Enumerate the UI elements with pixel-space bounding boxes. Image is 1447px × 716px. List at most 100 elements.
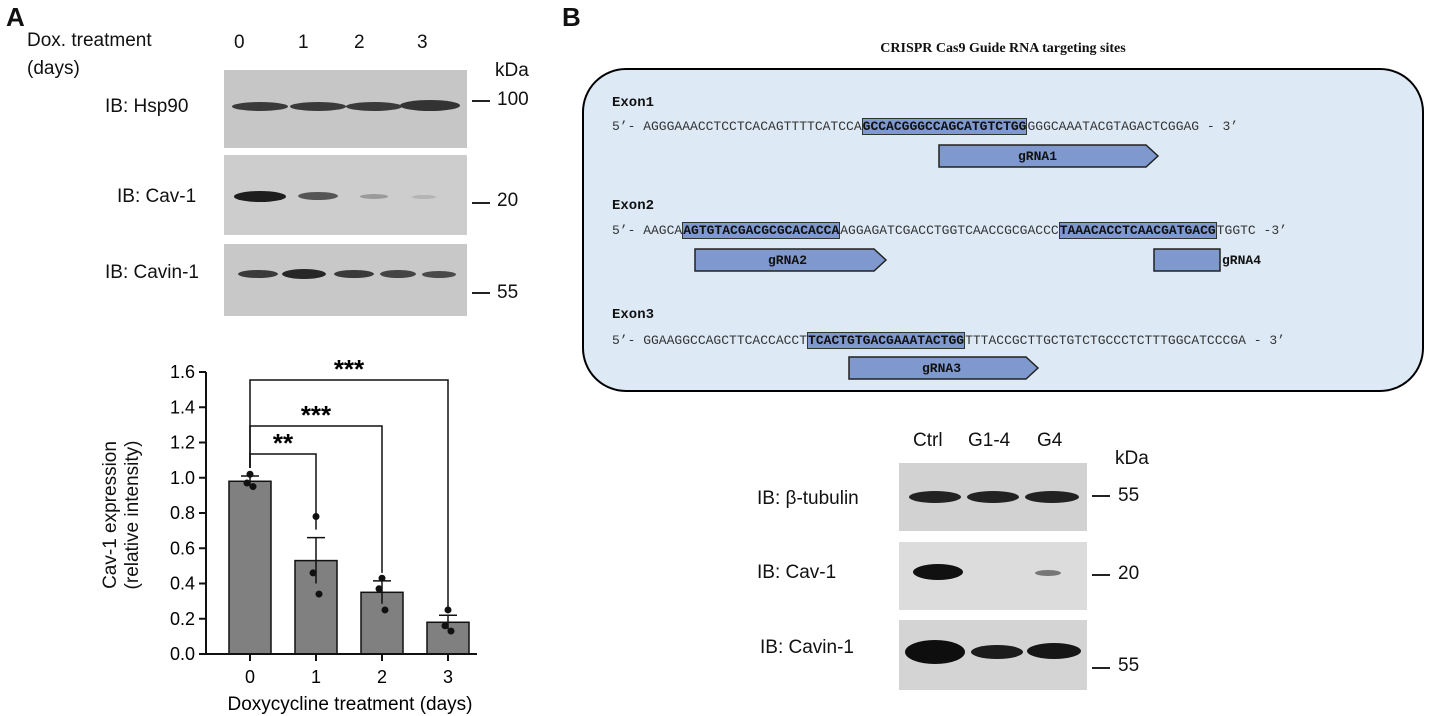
grna1-label: gRNA1 [1018, 149, 1058, 164]
y-tick-label: 1.0 [170, 468, 195, 488]
blot-cav1-b [899, 542, 1087, 610]
marker-cavin1-a: 55 [497, 282, 519, 303]
grna3-arrow [848, 356, 1040, 380]
marker-cav1-a: 20 [497, 190, 519, 211]
data-point [315, 590, 323, 598]
marker-tick [472, 292, 490, 294]
lane-label-ctrl: Ctrl [913, 430, 943, 451]
blot-cavin1-b [899, 620, 1087, 690]
blot-label-cav1-b: IB: Cav-1 [757, 562, 837, 583]
band [400, 100, 460, 111]
band [298, 192, 338, 200]
dox-treatment-label: Dox. treatment [27, 30, 152, 51]
band [967, 491, 1019, 503]
band [1035, 570, 1061, 576]
band [971, 645, 1023, 659]
kda-label-b: kDa [1115, 448, 1149, 469]
exon2-sequence: 5’- AAGCAAGTGTACGACGCGCACACCAAGGAGATCGAC… [612, 222, 1287, 239]
blot-btubulin [899, 463, 1087, 531]
bars [228, 470, 470, 655]
seq-segment: 5’- AAGCA [612, 223, 683, 238]
dox-days-label: (days) [27, 58, 80, 79]
bar [228, 480, 272, 655]
guide-site-grna4: TAAACACCTCAACGATGACG [1058, 222, 1217, 239]
marker-tick [1092, 574, 1110, 576]
significance-bracket [249, 379, 449, 608]
y-tick-label: 1.6 [170, 362, 195, 382]
data-point [378, 574, 386, 582]
exon3-name: Exon3 [612, 307, 655, 323]
exon2-name: Exon2 [612, 198, 655, 214]
x-axis-label: Doxycycline treatment (days) [228, 694, 473, 715]
significance-label: *** [301, 400, 332, 430]
marker-btubulin: 55 [1118, 485, 1140, 506]
guide-site-grna2: AGTGTACGACGCGCACACCA [682, 222, 841, 239]
data-point [243, 479, 251, 487]
x-tick-label: 3 [443, 667, 453, 687]
y-tick-label: 0.0 [170, 644, 195, 664]
y-axis-label: Cav-1 expression (relative intensity) [100, 390, 144, 640]
band [412, 195, 436, 199]
band [360, 194, 388, 199]
lane-label-a-2: 2 [354, 32, 365, 53]
lane-label-a-1: 1 [298, 32, 309, 53]
seq-segment: TGGTC -3’ [1216, 223, 1287, 238]
y-tick-label: 0.2 [170, 609, 195, 629]
band [234, 191, 286, 202]
marker-hsp90: 100 [497, 89, 529, 110]
marker-tick [472, 100, 490, 102]
data-point [249, 483, 257, 491]
data-point [447, 627, 455, 635]
seq-segment: 5’- GGAAGGCCAGCTTCACCACCT [612, 333, 808, 348]
data-point [309, 569, 317, 577]
band [232, 102, 288, 111]
y-axis: 0.00.20.40.60.81.01.21.41.6 [170, 362, 207, 664]
band [1025, 491, 1079, 503]
y-axis-label-2: (relative intensity) [122, 440, 143, 590]
panel-a-letter: A [6, 2, 25, 32]
x-tick-label: 2 [377, 667, 387, 687]
lane-label-g4: G4 [1037, 430, 1063, 451]
band [282, 269, 326, 279]
panel-b-letter: B [562, 2, 581, 32]
band [909, 491, 961, 503]
seq-segment: 5’- AGGGAAACCTCCTCACAGTTTTCATCCA [612, 119, 862, 134]
blot-label-cav1-a: IB: Cav-1 [117, 186, 197, 207]
blot-label-cavin1-b: IB: Cavin-1 [760, 637, 854, 658]
grna3-label: gRNA3 [922, 361, 962, 376]
grna1-arrow [938, 144, 1160, 168]
significance-brackets: ******** [249, 360, 449, 608]
y-tick-label: 1.2 [170, 433, 195, 453]
seq-segment: AGGAGATCGACCTGGTCAACCGCGACCC [840, 223, 1059, 238]
marker-tick [1092, 495, 1110, 497]
marker-tick [472, 202, 490, 204]
exon3-sequence: 5’- GGAAGGCCAGCTTCACCACCTTCACTGTGACGAAAT… [612, 332, 1285, 349]
lane-label-a-3: 3 [417, 32, 428, 53]
significance-label: *** [334, 360, 365, 384]
band [380, 270, 416, 278]
blot-label-hsp90: IB: Hsp90 [105, 96, 189, 117]
blot-label-btubulin: IB: β-tubulin [757, 488, 859, 509]
y-tick-label: 1.4 [170, 397, 195, 417]
band [346, 102, 402, 111]
crispr-title: CRISPR Cas9 Guide RNA targeting sites [880, 41, 1126, 56]
y-axis-label-1: Cav-1 expression [100, 441, 121, 589]
kda-label-a: kDa [495, 60, 529, 81]
y-tick-label: 0.6 [170, 538, 195, 558]
blot-cav1-a [224, 155, 467, 235]
significance-label: ** [273, 428, 294, 458]
grna4-label: gRNA4 [1222, 253, 1262, 268]
band [238, 270, 278, 278]
guide-site-grna3: TCACTGTGACGAAATACTGG [807, 332, 966, 349]
y-tick-label: 0.8 [170, 503, 195, 523]
lane-label-a-0: 0 [234, 32, 245, 53]
grna4-arrow [1153, 248, 1221, 272]
exon1-sequence: 5’- AGGGAAACCTCCTCACAGTTTTCATCCAGCCACGGG… [612, 118, 1238, 135]
grna2-arrow [694, 248, 888, 272]
blot-cavin1-a [224, 244, 467, 316]
band [905, 640, 965, 664]
data-point [246, 470, 254, 478]
seq-segment: TTTACCGCTTGCTGTCTGCCCTCTTTGGCATCCCGA - 3… [965, 333, 1285, 348]
